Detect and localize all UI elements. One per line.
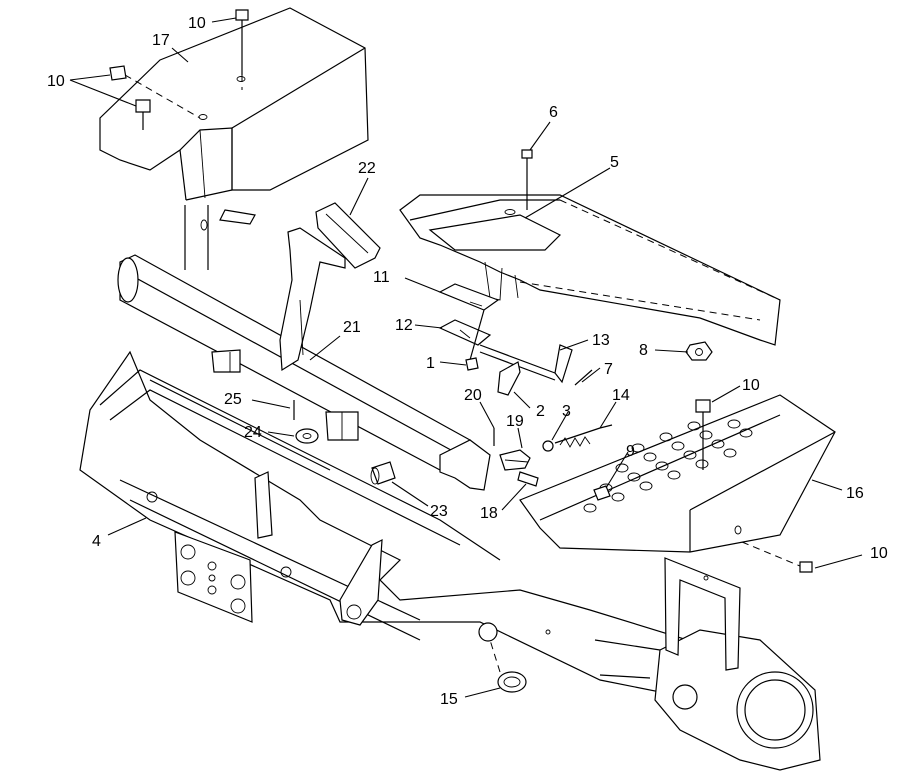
grip-hole [671, 441, 685, 451]
callout-10: 10 [742, 377, 760, 394]
grip-hole [687, 421, 701, 431]
footplate-16 [519, 394, 836, 573]
callout-17: 17 [152, 32, 170, 49]
grip-hole [695, 459, 709, 469]
callout-15: 15 [440, 691, 458, 708]
callout-9: 9 [626, 443, 635, 460]
callout-leaders [69, 17, 863, 698]
callout-2: 2 [536, 403, 545, 420]
grip-hole [723, 448, 737, 458]
frame-4 [79, 350, 821, 771]
grip-hole [699, 430, 713, 440]
callout-labels: 10 17 10 22 6 5 11 12 21 13 1 8 7 20 25 … [47, 15, 888, 708]
grip-hole [631, 443, 645, 453]
callout-13: 13 [592, 332, 610, 349]
pedal-pad-22 [315, 202, 381, 269]
callout-23: 23 [430, 503, 448, 520]
callout-1: 1 [426, 355, 435, 372]
callout-19: 19 [506, 413, 524, 430]
callout-14: 14 [612, 387, 630, 404]
callout-21: 21 [343, 319, 361, 336]
grip-hole [739, 428, 753, 438]
grip-hole [711, 439, 725, 449]
grip-hole [643, 452, 657, 462]
callout-6: 6 [549, 104, 558, 121]
callout-8: 8 [639, 342, 648, 359]
grip-hole [627, 472, 641, 482]
callout-5: 5 [610, 154, 619, 171]
bolts-10-top [109, 9, 249, 130]
grip-hole [655, 461, 669, 471]
cable-assembly [493, 424, 613, 487]
grip-hole [659, 432, 673, 442]
plate-5 [399, 149, 781, 346]
callout-10: 10 [47, 73, 65, 90]
callout-12: 12 [395, 317, 413, 334]
callout-18: 18 [480, 505, 498, 522]
grip-hole [611, 492, 625, 502]
callout-22: 22 [358, 160, 376, 177]
grommet-15 [489, 639, 527, 693]
pedal-shaft-21 [117, 227, 491, 491]
callout-4: 4 [92, 533, 101, 550]
callout-20: 20 [464, 387, 482, 404]
brackets-11-12 [438, 283, 593, 396]
callout-10: 10 [870, 545, 888, 562]
grip-hole [727, 419, 741, 429]
grip-hole [639, 481, 653, 491]
callout-16: 16 [846, 485, 864, 502]
nut-8 [685, 341, 713, 361]
grip-hole [683, 450, 697, 460]
hardware-23-24-25 [293, 400, 396, 485]
callout-25: 25 [224, 391, 242, 408]
callout-11: 11 [373, 269, 390, 286]
callout-10: 10 [188, 15, 206, 32]
grip-hole [667, 470, 681, 480]
cover-17 [99, 7, 369, 270]
grip-hole [583, 503, 597, 513]
callout-7: 7 [604, 361, 613, 378]
grip-hole [615, 463, 629, 473]
callout-24: 24 [244, 424, 262, 441]
callout-3: 3 [562, 403, 571, 420]
